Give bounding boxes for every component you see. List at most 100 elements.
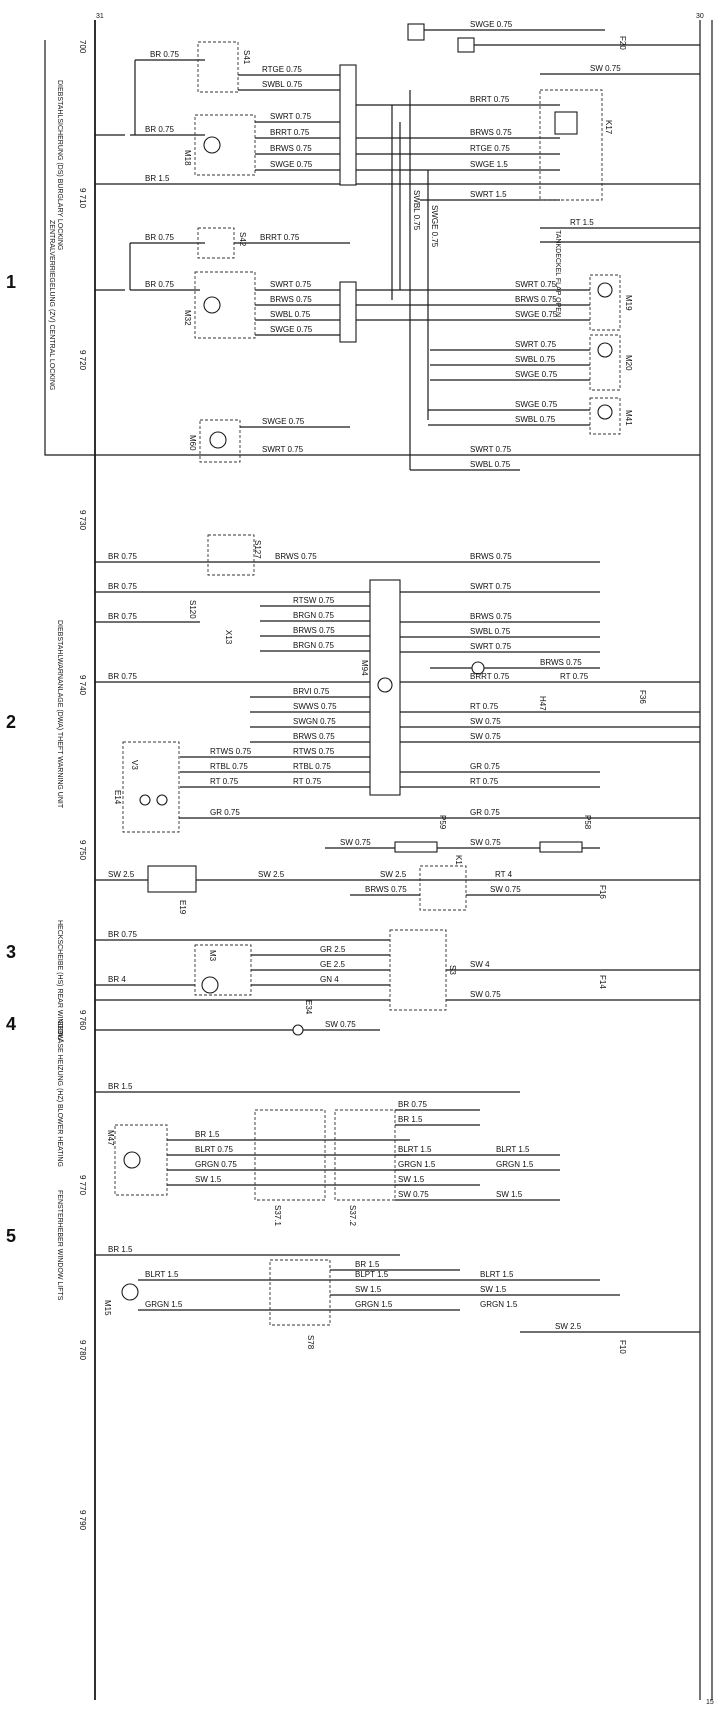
rail-label-15: 15 (706, 1699, 714, 1706)
wire-ge-25: GE 2.5 (320, 960, 345, 969)
wire-blrt-15-s78-right: BLRT 1.5 (480, 1270, 514, 1279)
ruler-710: 9 710 (78, 188, 87, 209)
wire-gr-25: GR 2.5 (320, 945, 346, 954)
wire-swge-top: SWGE 0.75 (470, 20, 513, 29)
wire-swrt-m94-out: SWRT 0.75 (470, 582, 512, 591)
ruler-760: 9 760 (78, 1010, 87, 1031)
wire-br-4: BR 4 (108, 975, 126, 984)
label-e19: E19 (178, 900, 187, 915)
fuse-f10: F10 (618, 1340, 627, 1354)
fuse-f14: F14 (598, 975, 607, 989)
window-switch-s78 (269, 1259, 331, 1326)
ruler-750: 9 750 (78, 840, 87, 861)
wire-br-075-m32: BR 0.75 (145, 280, 174, 289)
label-m18: M18 (183, 150, 192, 166)
label-burglary-locking: DIEBSTAHLSICHERUNG (DS) BURGLARY LOCKING (56, 80, 63, 250)
connector-top-b (457, 37, 475, 53)
ruler-790: 9 790 (78, 1510, 87, 1531)
wire-grgn-15-m15: GRGN 1.5 (145, 1300, 183, 1309)
label-m19: M19 (624, 295, 633, 311)
wire-brws-m94-out: BRWS 0.75 (470, 612, 512, 621)
label-h47: H47 (538, 696, 547, 711)
ruler-720: 9 720 (78, 350, 87, 371)
wire-grgn-15-right: GRGN 1.5 (496, 1160, 534, 1169)
wire-rt15: RT 1.5 (570, 218, 594, 227)
wire-swge-vertical: SWGE 0.75 (430, 205, 439, 248)
label-central-locking: ZENTRALVERRIEGELUNG (ZV) CENTRAL LOCKING (48, 220, 55, 390)
label-p59: P59 (438, 815, 447, 830)
label-theft-warning: DIEBSTAHLWARNANLAGE (DWA) THEFT WARNING … (56, 620, 63, 809)
wire-brgn-m94: BRGN 0.75 (293, 641, 334, 650)
section-2: 2 (6, 712, 16, 732)
wire-brws-m32: BRWS 0.75 (270, 295, 312, 304)
wire-sw-075-top: SW 0.75 (590, 64, 621, 73)
wire-swrt-m94-out2: SWRT 0.75 (470, 642, 512, 651)
window-switch-s37-1 (254, 1109, 326, 1201)
wire-brrt-s42: BRRT 0.75 (260, 233, 300, 242)
motor-m20-symbol (597, 342, 613, 358)
wire-br-075-s41: BR 0.75 (150, 50, 179, 59)
label-v3: V3 (130, 760, 139, 770)
label-m94: M94 (360, 660, 369, 676)
wire-swge15: SWGE 1.5 (470, 160, 508, 169)
motor-m19-symbol (597, 282, 613, 298)
connector-top-a (407, 23, 425, 41)
blower-m3-symbol (201, 976, 219, 994)
label-s120: S120 (188, 600, 197, 619)
wire-grgn-15-s78-right: GRGN 1.5 (480, 1300, 518, 1309)
wire-gr-075-left: GR 0.75 (210, 808, 240, 817)
ruler-780: 9 780 (78, 1340, 87, 1361)
section-4: 4 (6, 1014, 16, 1034)
wire-swrt-bottom: SWRT 0.75 (470, 445, 512, 454)
wire-gn-4: GN 4 (320, 975, 339, 984)
wire-swrt-m20: SWRT 0.75 (515, 340, 557, 349)
lamp-e34 (292, 1024, 304, 1036)
motor-m41-symbol (597, 404, 613, 420)
label-s78: S78 (306, 1335, 315, 1350)
blower-switch-s3 (389, 929, 447, 1011)
label-x13: X13 (224, 630, 233, 645)
wire-br-15: BR 1.5 (145, 174, 170, 183)
wire-sw-15-s78-right: SW 1.5 (480, 1285, 507, 1294)
wire-brgn: BRGN 0.75 (293, 611, 334, 620)
wire-swge: SWGE 0.75 (270, 160, 313, 169)
relay-module-k17 (539, 89, 603, 201)
connector-block-2 (339, 281, 357, 343)
motor-m19 (589, 274, 621, 331)
motor-m41 (589, 397, 621, 435)
wire-sw-075-k1: SW 0.75 (490, 885, 521, 894)
switch-s127 (207, 534, 255, 576)
label-m41: M41 (624, 410, 633, 426)
wire-br-075-m94: BR 0.75 (108, 672, 137, 681)
wire-swbl-m41: SWBL 0.75 (515, 415, 556, 424)
rail-label-30: 30 (696, 13, 704, 20)
label-m15: M15 (103, 1300, 112, 1316)
heater-e19 (147, 865, 197, 893)
wire-sw-15-right: SW 1.5 (496, 1190, 523, 1199)
wire-brrt: BRRT 0.75 (270, 128, 310, 137)
wire-brrt-m94-out: BRRT 0.75 (470, 672, 510, 681)
wire-sw-075-p59: SW 0.75 (340, 838, 371, 847)
motor-m32-symbol (203, 296, 221, 314)
wire-br-075-s120: BR 0.75 (108, 612, 137, 621)
relay-k17-coil (554, 111, 578, 135)
wire-sw-25-k1: SW 2.5 (380, 870, 407, 879)
wire-swge-m41: SWGE 0.75 (515, 400, 558, 409)
wire-br-15-s78b: BR 1.5 (355, 1260, 380, 1269)
wire-sw-075-e34: SW 0.75 (325, 1020, 356, 1029)
heater-p59 (394, 841, 438, 853)
wire-sw-075-out-b: SW 0.75 (470, 732, 501, 741)
motor-m60-symbol (209, 431, 227, 449)
label-blower: GEBLÄSE HEIZUNG (HZ) BLOWER HEATING (56, 1020, 64, 1167)
wire-grgn-15-s37: GRGN 1.5 (398, 1160, 436, 1169)
wire-swgn: SWGN 0.75 (293, 717, 336, 726)
connector-block-1 (339, 64, 357, 186)
wire-brws-right: BRWS 0.75 (470, 128, 512, 137)
window-motor-m15 (121, 1283, 139, 1301)
wire-brws-s127: BRWS 0.75 (275, 552, 317, 561)
wire-br-15-s37: BR 1.5 (398, 1115, 423, 1124)
label-s127: S127 (253, 540, 262, 559)
wire-sw-075-out-a: SW 0.75 (470, 717, 501, 726)
fuse-f36: F36 (638, 690, 647, 704)
